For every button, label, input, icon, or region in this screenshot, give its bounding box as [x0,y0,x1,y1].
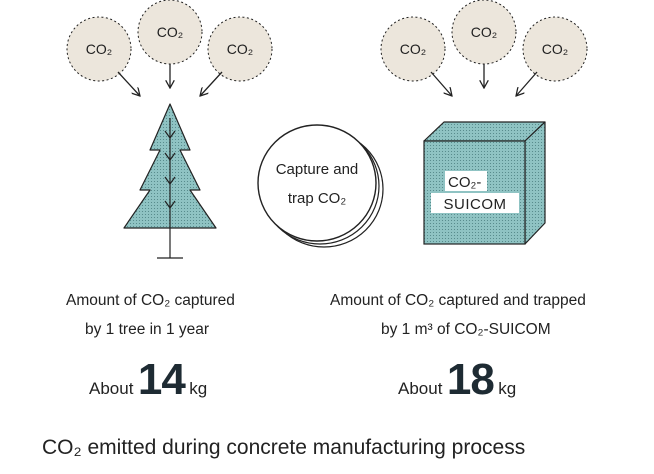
block-label-line2: SUICOM [444,196,507,213]
co2-bubble [522,16,588,82]
capture-disc: Capture and trap CO₂ [257,124,384,248]
co2-bubble [207,16,273,82]
block-label-bg [431,193,519,213]
right-caption-line2: by 1 m³ of CO₂-SUICOM [381,321,551,338]
co2-bubble-label: CO₂ [227,41,253,57]
right-value-row: About 18 kg [398,355,516,405]
left-caption-line1: Amount of CO₂ captured [66,292,235,309]
co2-bubble [66,16,132,82]
co2-bubble-label: CO₂ [471,24,497,40]
block-label-bg [445,171,487,191]
arrow-icon [516,71,538,96]
right-unit: kg [498,379,517,398]
disc-text-line1: Capture and [276,161,359,178]
right-arrows [430,64,538,96]
tree-icon [123,103,217,259]
co2-bubble-label: CO₂ [542,41,568,57]
left-value-row: About 14 kg [89,355,207,405]
left-about-label: About [89,379,134,398]
right-about-label: About [398,379,443,398]
left-unit: kg [189,379,208,398]
right-value: 18 [446,355,495,404]
left-value: 14 [137,355,186,404]
right-caption-line1: Amount of CO₂ captured and trapped [330,292,586,309]
block-label-line1: CO₂- [448,174,481,191]
co2-bubble-label: CO₂ [157,24,183,40]
arrow-icon [200,71,223,96]
co2-bubble [380,16,446,82]
footer-caption: CO₂ emitted during concrete manufacturin… [42,436,526,459]
arrow-icon [117,71,140,96]
suicom-block-icon: CO₂- SUICOM [423,121,546,245]
arrow-icon [430,71,452,96]
co2-bubble-label: CO₂ [86,41,112,57]
left-caption-line2: by 1 tree in 1 year [85,321,210,338]
right-co2-bubbles: CO₂ CO₂ CO₂ [380,0,588,82]
disc-text-line2: trap CO₂ [288,190,347,207]
co2-bubble-label: CO₂ [400,41,426,57]
left-arrows [117,64,223,96]
